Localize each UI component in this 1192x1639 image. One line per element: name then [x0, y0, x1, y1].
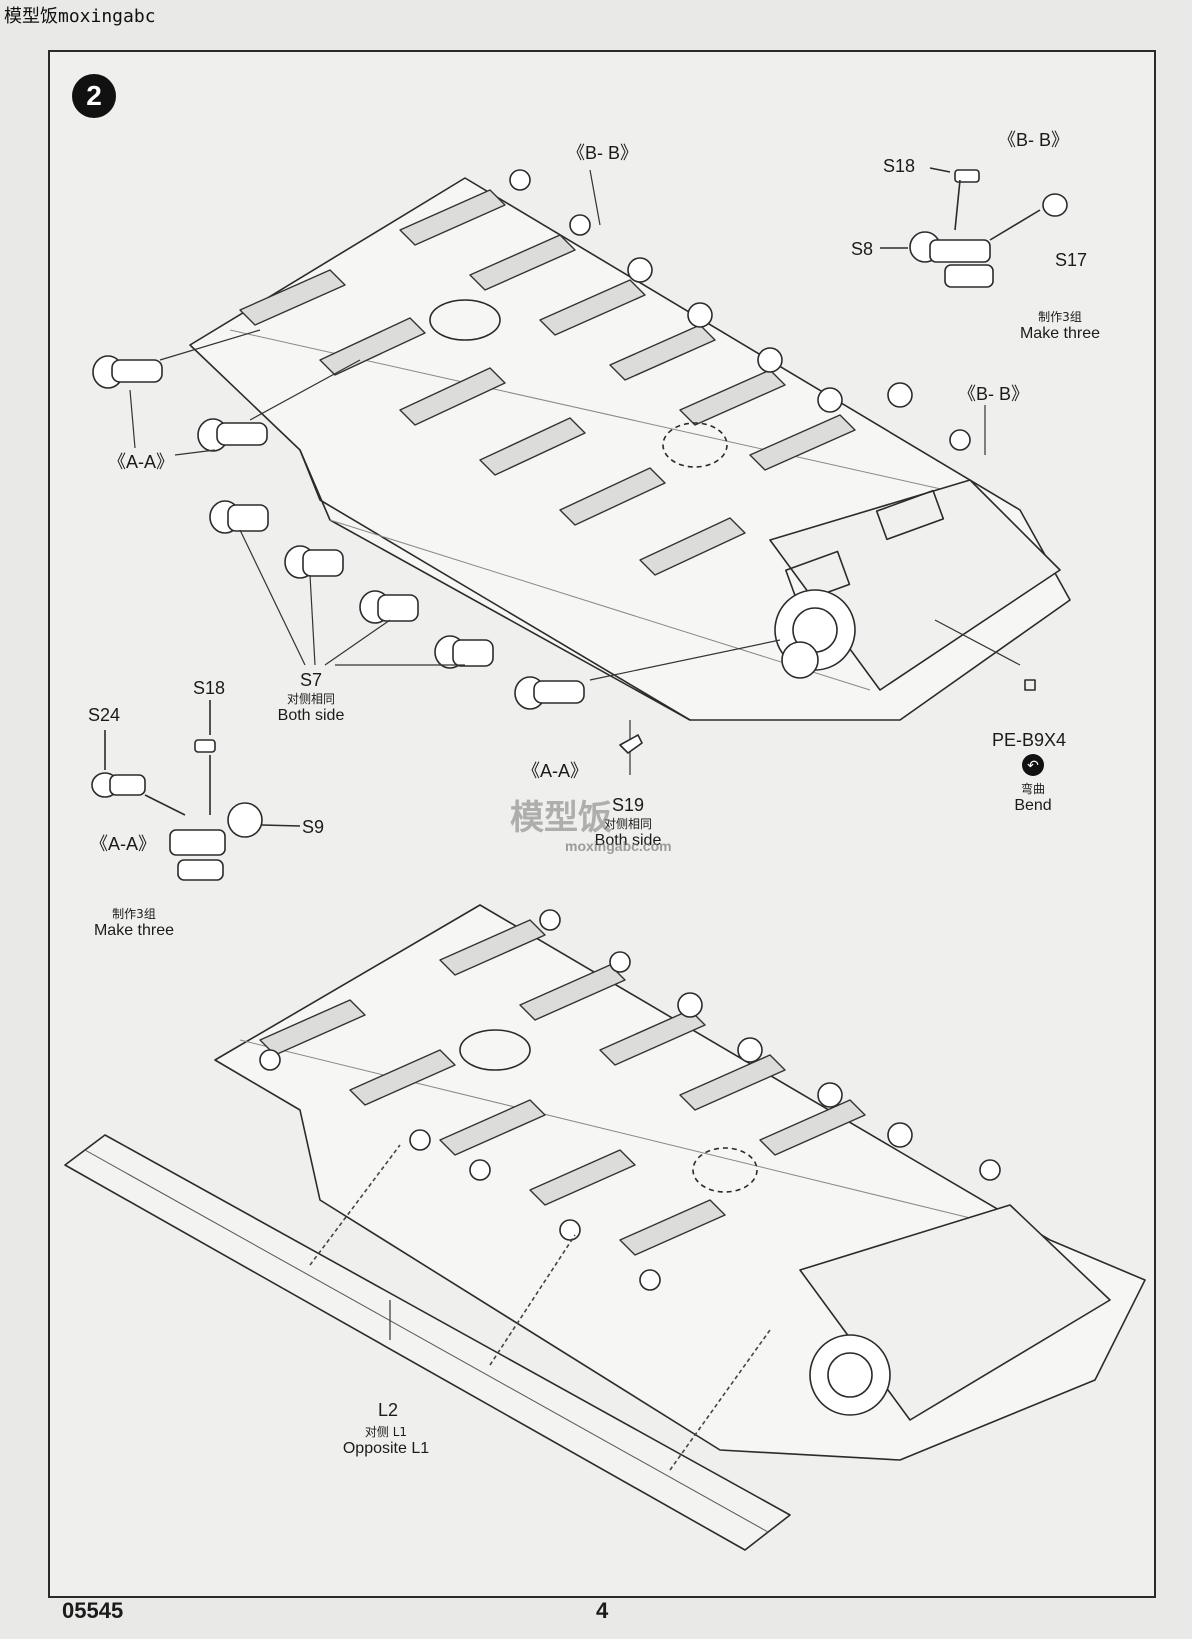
label-bb-top: 《B- B》	[567, 143, 639, 163]
label-s7: S7	[300, 670, 323, 690]
note-en: Opposite L1	[342, 1440, 430, 1457]
s19-part	[619, 734, 643, 754]
label-bb-right-top: 《B- B》	[998, 130, 1070, 150]
upper-hull-drawing	[189, 169, 1071, 721]
note-bend: 弯曲 Bend	[1014, 780, 1051, 815]
label-aa-center: 《A-A》	[522, 761, 589, 781]
note-cn: 制作3组	[1038, 310, 1082, 324]
note-make-three-left: 制作3组 Make three	[94, 905, 174, 940]
label-s8: S8	[851, 239, 874, 259]
product-code: 05545	[62, 1598, 124, 1623]
note-s19-both-side: 对侧相同 Both side	[595, 815, 662, 850]
note-en: Both side	[277, 707, 345, 724]
aa-parts	[92, 355, 585, 710]
logo-watermark: 模型饭 moxingabc.com	[510, 780, 710, 870]
label-bb-right-mid: 《B- B》	[958, 384, 1030, 404]
step-number-badge: 2	[72, 74, 116, 118]
note-cn: 对侧相同	[286, 692, 335, 706]
note-cn: 制作3组	[112, 907, 156, 921]
note-make-three-right: 制作3组 Make three	[1020, 308, 1100, 343]
logo-watermark-cn: 模型饭	[510, 798, 612, 838]
label-pe-b9x4: PE-B9X4	[992, 730, 1067, 750]
top-watermark: 模型饭moxingabc	[4, 6, 156, 27]
pe-part	[1024, 679, 1036, 691]
note-cn: 对侧 L1	[364, 1425, 408, 1439]
logo-watermark-en: moxingabc.com	[565, 838, 672, 854]
page-number: 4	[596, 1598, 609, 1623]
label-s18-left: S18	[193, 678, 226, 698]
note-en: Make three	[1019, 325, 1101, 342]
s8-subassembly	[880, 167, 1068, 288]
s9-subassembly	[91, 700, 301, 881]
note-cn: 弯曲	[1020, 782, 1045, 796]
label-aa-bottom-left: 《A-A》	[90, 834, 157, 854]
label-l2: L2	[378, 1400, 399, 1420]
label-s9: S9	[302, 817, 325, 837]
note-en: Both side	[594, 832, 662, 849]
lower-hull-drawing	[214, 904, 1146, 1461]
note-cn: 对侧相同	[603, 817, 652, 831]
l2-side-strip	[64, 1134, 791, 1551]
label-aa-left: 《A-A》	[108, 452, 175, 472]
note-s7-both-side: 对侧相同 Both side	[278, 690, 345, 725]
note-en: Make three	[93, 922, 175, 939]
label-s19: S19	[612, 795, 645, 815]
label-s24: S24	[88, 705, 121, 725]
curve-arrow-icon: ↶	[1022, 754, 1044, 776]
s7-parts	[209, 500, 494, 669]
note-en: Bend	[1014, 797, 1052, 814]
label-s18-right: S18	[883, 156, 916, 176]
note-opposite-l1: 对侧 L1 Opposite L1	[343, 1423, 429, 1458]
label-s17: S17	[1055, 250, 1088, 270]
